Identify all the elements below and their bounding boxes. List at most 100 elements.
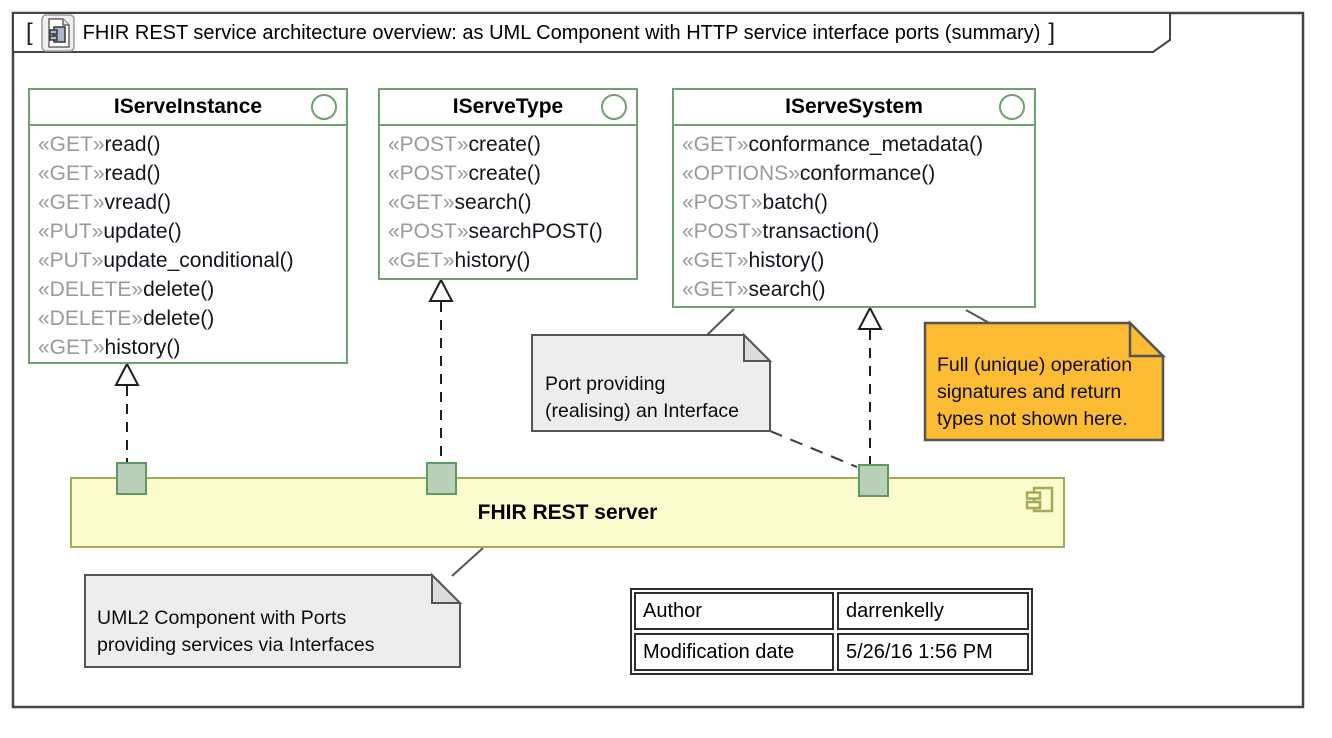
operation-name: transaction() [762, 220, 880, 243]
title-open-bracket: [ [26, 19, 33, 46]
operation-stereotype: «GET» [38, 162, 105, 185]
port-note-shape[interactable] [531, 332, 773, 432]
operation[interactable]: «GET»conformance_metadata() [682, 130, 1030, 159]
operation[interactable]: «GET»search() [388, 188, 632, 217]
operations-compartment: «GET»conformance_metadata() «OPTIONS»con… [674, 126, 1034, 304]
port-note-text: Port providing (realising) an Interface [545, 371, 739, 425]
operation[interactable]: «PUT»update() [38, 217, 342, 246]
note-line: providing services via Interfaces [97, 634, 375, 656]
operation-name: delete() [143, 278, 215, 301]
properties-grid: Author darrenkelly Modification date 5/2… [634, 592, 1029, 671]
anchor-signature-note-to-iservesystem[interactable] [965, 309, 992, 325]
diagram-title: FHIR REST service architecture overview:… [82, 21, 1041, 44]
operation[interactable]: «POST»transaction() [682, 217, 1030, 246]
operation[interactable]: «GET»history() [38, 333, 342, 362]
operation-name: history() [748, 249, 825, 272]
diagram-properties-table[interactable]: Author darrenkelly Modification date 5/2… [630, 588, 1033, 675]
operation[interactable]: «POST»create() [388, 159, 632, 188]
interface-iservetype[interactable]: IServeType «POST»create() «POST»create()… [378, 88, 638, 280]
operation[interactable]: «GET»read() [38, 159, 342, 188]
operation-stereotype: «POST» [388, 133, 469, 156]
interface-header: IServeSystem [674, 90, 1034, 126]
interface-lollipop-icon [601, 94, 627, 120]
operation[interactable]: «GET»read() [38, 130, 342, 159]
interface-lollipop-icon [999, 94, 1025, 120]
signature-note-text: Full (unique) operation signatures and r… [937, 352, 1132, 433]
component-diagram-icon [40, 14, 75, 52]
operation[interactable]: «DELETE»delete() [38, 275, 342, 304]
property-value: 5/26/16 1:56 PM [837, 633, 1029, 671]
operation-name: read() [104, 162, 161, 185]
operation-name: read() [104, 133, 161, 156]
operation[interactable]: «GET»vread() [38, 188, 342, 217]
operation-stereotype: «DELETE» [38, 278, 144, 301]
operation[interactable]: «POST»create() [388, 130, 632, 159]
operation-name: create() [468, 133, 541, 156]
operation-stereotype: «GET» [682, 133, 749, 156]
operation[interactable]: «POST»batch() [682, 188, 1030, 217]
operation-name: delete() [143, 307, 215, 330]
operation-name: history() [454, 249, 531, 272]
operation-name: search() [454, 191, 532, 214]
interface-header: IServeInstance [30, 90, 346, 126]
operation[interactable]: «GET»history() [388, 246, 632, 275]
title-close-bracket: ] [1048, 19, 1056, 46]
operation-stereotype: «GET» [388, 249, 455, 272]
anchor-port-note-to-port[interactable] [769, 430, 858, 468]
port-iservesystem[interactable] [858, 464, 889, 497]
component-note-shape[interactable] [84, 572, 463, 668]
interface-iserveinstance[interactable]: IServeInstance «GET»read() «GET»read() «… [28, 88, 348, 364]
operation-stereotype: «PUT» [38, 220, 104, 243]
operation-name: update() [103, 220, 182, 243]
operation-stereotype: «POST» [388, 162, 469, 185]
realization-connector-instance[interactable] [114, 361, 140, 463]
operations-compartment: «GET»read() «GET»read() «GET»vread() «PU… [30, 126, 346, 362]
operation[interactable]: «GET»history() [682, 246, 1030, 275]
interface-iservesystem[interactable]: IServeSystem «GET»conformance_metadata()… [672, 88, 1036, 308]
operation-stereotype: «POST» [682, 220, 763, 243]
operation-stereotype: «GET» [38, 191, 105, 214]
interface-name: IServeSystem [785, 95, 923, 118]
operation[interactable]: «OPTIONS»conformance() [682, 159, 1030, 188]
realization-connector-system[interactable] [857, 305, 883, 466]
realization-connector-type[interactable] [428, 277, 454, 463]
interface-name: IServeInstance [113, 95, 263, 118]
operation-name: searchPOST() [468, 220, 603, 243]
component-note-text: UML2 Component with Ports providing serv… [97, 605, 374, 659]
operation[interactable]: «PUT»update_conditional() [38, 246, 342, 275]
operation-stereotype: «GET» [682, 278, 749, 301]
anchor-port-note-to-iservesystem[interactable] [705, 308, 735, 337]
operation-name: create() [468, 162, 541, 185]
interface-name: IServeType [452, 95, 564, 118]
port-iserveinstance[interactable] [116, 462, 147, 495]
operation-stereotype: «GET» [388, 191, 455, 214]
operation-name: batch() [762, 191, 828, 214]
operation[interactable]: «POST»searchPOST() [388, 217, 632, 246]
component-fhir-rest-server[interactable]: FHIR REST server [70, 477, 1065, 548]
operation-name: conformance_metadata() [748, 133, 984, 156]
signature-note-shape[interactable] [923, 319, 1167, 442]
diagram-title-tab [12, 12, 1171, 53]
operation-stereotype: «POST» [388, 220, 469, 243]
operation[interactable]: «DELETE»delete() [38, 304, 342, 333]
operation-stereotype: «POST» [682, 191, 763, 214]
note-line: types not shown here. [937, 408, 1128, 430]
note-line: signatures and return [937, 381, 1122, 403]
operation-name: vread() [104, 191, 172, 214]
operation-stereotype: «PUT» [38, 249, 104, 272]
port-iservetype[interactable] [426, 462, 457, 495]
interface-header: IServeType [380, 90, 636, 126]
diagram-title-bar: [ FHIR REST service architecture overvie… [26, 14, 1056, 52]
component-icon [1025, 486, 1054, 513]
operations-compartment: «POST»create() «POST»create() «GET»searc… [380, 126, 636, 275]
component-name: FHIR REST server [477, 500, 658, 524]
operation-name: update_conditional() [103, 249, 294, 272]
operation-stereotype: «DELETE» [38, 307, 144, 330]
operation-name: history() [104, 336, 181, 359]
property-value: darrenkelly [837, 592, 1029, 630]
operation[interactable]: «GET»search() [682, 275, 1030, 304]
anchor-component-note-to-component[interactable] [451, 547, 484, 577]
note-line: UML2 Component with Ports [97, 607, 347, 629]
